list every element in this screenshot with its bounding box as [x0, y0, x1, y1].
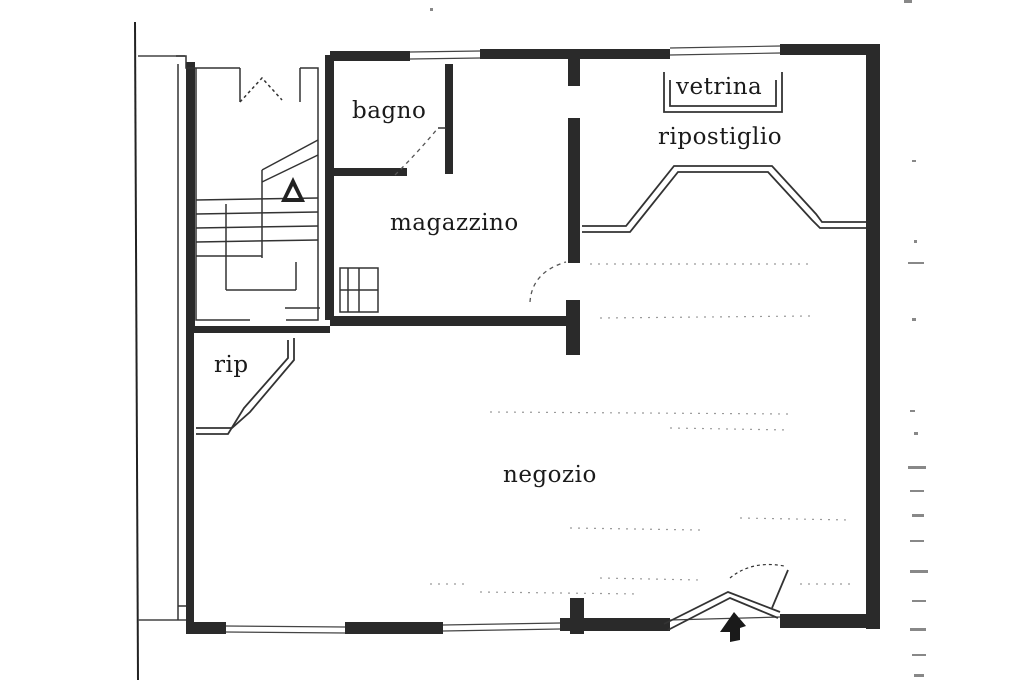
vetrina-bracket — [663, 72, 783, 113]
entrance-arrow-icon — [720, 612, 746, 642]
outer-walls — [186, 44, 880, 634]
margin-marks — [430, 0, 928, 677]
stair-block — [176, 55, 379, 620]
ripostiglio-partition — [582, 165, 866, 233]
room-label-magazzino: magazzino — [390, 210, 519, 236]
magazzino-door-swing — [529, 261, 567, 303]
room-label-negozio: negozio — [503, 462, 597, 488]
bagno-door-swing — [394, 127, 439, 176]
room-label-bagno: bagno — [352, 98, 427, 124]
room-label-ripostiglio: ripostiglio — [658, 124, 783, 150]
site-boundary-line — [134, 21, 139, 681]
entrance-door — [663, 563, 789, 631]
floor-dots — [430, 263, 851, 595]
rip-partition — [196, 338, 295, 435]
room-label-vetrina: vetrina — [676, 74, 763, 100]
window-lines — [225, 45, 781, 634]
room-label-rip: rip — [214, 352, 249, 378]
up-arrow-triangle-inner — [287, 186, 299, 198]
